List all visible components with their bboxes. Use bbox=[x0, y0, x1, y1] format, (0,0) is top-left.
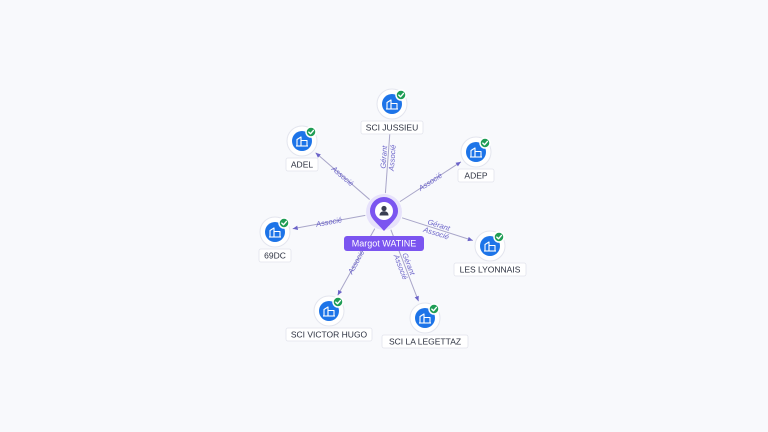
edge-arrow bbox=[315, 152, 321, 158]
company-nodes-layer: SCI JUSSIEU ADEP LES LYONNAIS SCI LA LEGETT… bbox=[258, 88, 527, 349]
edge-arrow bbox=[337, 289, 343, 296]
edge-label-group: Associé bbox=[416, 171, 444, 193]
verified-check-icon bbox=[278, 217, 290, 229]
edge-line bbox=[315, 152, 370, 200]
company-name: SCI JUSSIEU bbox=[366, 123, 418, 133]
center-person-node[interactable]: Margot WATINE bbox=[344, 194, 424, 251]
edge-arrow bbox=[455, 161, 461, 167]
company-label-box bbox=[285, 327, 373, 342]
company-name: ADEL bbox=[291, 160, 313, 170]
company-node-adep[interactable]: ADEP bbox=[457, 136, 495, 183]
company-label-box bbox=[457, 168, 495, 183]
center-label-box bbox=[344, 236, 424, 251]
person-icon bbox=[379, 205, 389, 216]
company-node-69dc[interactable]: 69DC bbox=[258, 216, 292, 263]
verified-check-icon bbox=[493, 231, 505, 243]
building-icon bbox=[484, 241, 496, 252]
edge-adep: Associé bbox=[399, 161, 462, 203]
edge-relation-label: Associé bbox=[387, 144, 398, 172]
verified-check-icon bbox=[428, 303, 440, 315]
company-name: ADEP bbox=[464, 171, 487, 181]
edge-adel: Associé bbox=[315, 152, 370, 200]
center-name: Margot WATINE bbox=[352, 239, 417, 249]
company-node-les-lyonnais[interactable]: LES LYONNAIS bbox=[453, 230, 527, 277]
edge-line bbox=[399, 161, 462, 203]
company-name: 69DC bbox=[264, 251, 286, 261]
edge-label-group: Associé bbox=[345, 248, 366, 276]
building-icon bbox=[269, 227, 281, 238]
company-name: LES LYONNAIS bbox=[460, 265, 521, 275]
verified-check-icon bbox=[332, 296, 344, 308]
edge-relation-label: Associé bbox=[329, 164, 356, 189]
edge-relation-label: Associé bbox=[416, 171, 444, 193]
edge-69dc: Associé bbox=[292, 214, 366, 231]
building-icon bbox=[419, 313, 431, 324]
building-icon bbox=[296, 136, 308, 147]
building-icon bbox=[470, 147, 482, 158]
building-icon bbox=[323, 306, 335, 317]
edge-arrow bbox=[292, 225, 299, 231]
edge-relation-label: Gérant bbox=[378, 145, 389, 169]
edge-arrow bbox=[414, 295, 419, 302]
edge-line bbox=[292, 214, 366, 230]
company-node-adel[interactable]: ADEL bbox=[285, 125, 319, 172]
company-label-box bbox=[285, 157, 319, 172]
company-node-sci-victor-hugo[interactable]: SCI VICTOR HUGO bbox=[285, 295, 373, 342]
company-name: SCI LA LEGETTAZ bbox=[389, 337, 461, 347]
edge-relation-label: Associé bbox=[345, 248, 366, 276]
company-node-sci-la-legettaz[interactable]: SCI LA LEGETTAZ bbox=[381, 302, 469, 349]
company-label-box bbox=[360, 120, 424, 135]
company-node-sci-jussieu[interactable]: SCI JUSSIEU bbox=[360, 88, 424, 135]
verified-check-icon bbox=[479, 137, 491, 149]
edge-label-group: Associé bbox=[329, 164, 356, 189]
company-label-box bbox=[453, 262, 527, 277]
edge-relation-label: Associé bbox=[314, 215, 342, 229]
edge-arrow bbox=[467, 236, 473, 242]
building-icon bbox=[386, 99, 398, 110]
company-label-box bbox=[381, 334, 469, 349]
edge-line bbox=[401, 217, 474, 241]
company-name: SCI VICTOR HUGO bbox=[291, 330, 368, 340]
verified-check-icon bbox=[305, 126, 317, 138]
edge-label-group: Associé bbox=[314, 215, 342, 229]
company-label-box bbox=[258, 248, 292, 263]
verified-check-icon bbox=[395, 89, 407, 101]
